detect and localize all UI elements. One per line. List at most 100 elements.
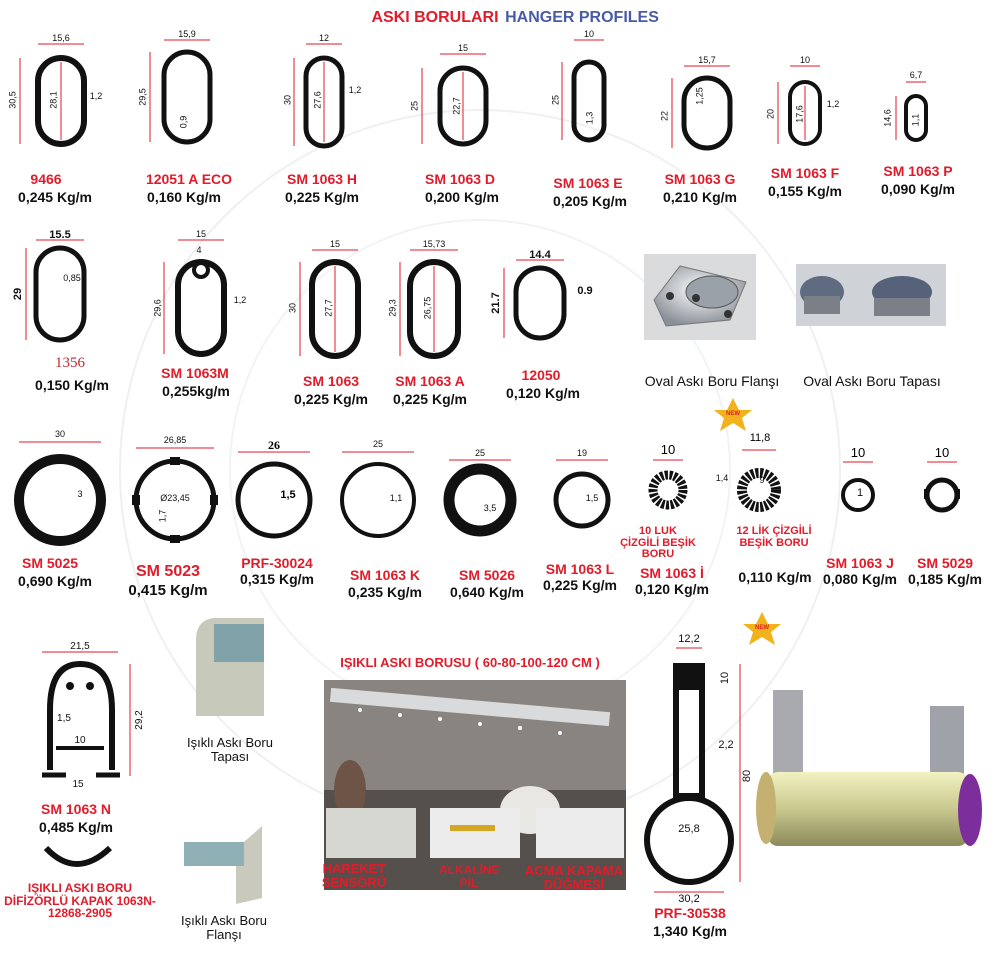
- dim-width: 15: [195, 229, 207, 239]
- dim-diameter: 10: [934, 445, 950, 460]
- feature-switch: ACMA KAPAMA DÜĞMESİ: [524, 863, 624, 892]
- profile-sm5026: [443, 463, 517, 537]
- profile-weight: 0,120 Kg/m: [506, 385, 580, 401]
- profile-code: 1356: [55, 355, 85, 371]
- lit-cap-photo: [196, 618, 264, 716]
- profile-code: SM 5023: [135, 563, 201, 580]
- dim-thickness: 1,2: [348, 85, 362, 95]
- dim-thickness: 1,1: [389, 493, 403, 503]
- dim-thickness: 0,9: [178, 115, 189, 129]
- profile-sm1063e: [571, 59, 607, 143]
- profile-weight: 0,245 Kg/m: [18, 189, 92, 205]
- profile-weight: 0,110 Kg/m: [738, 569, 812, 585]
- dim-width: 15.5: [49, 229, 71, 241]
- profile-code: 9466: [30, 171, 62, 187]
- profile-code: SM 1063: [302, 373, 360, 389]
- dim-inner: Ø23,45: [160, 493, 190, 503]
- profile-weight: 0,690 Kg/m: [18, 573, 92, 589]
- header-title-tr: ASKI BORULARI: [371, 9, 499, 26]
- profile-weight: 0,155 Kg/m: [768, 183, 842, 199]
- profile-code: SM 5025: [21, 555, 79, 571]
- profile-weight: 0,225 Kg/m: [294, 391, 368, 407]
- lit-flange-photo: [184, 826, 262, 904]
- dim-width: 15,7: [698, 55, 716, 65]
- dim-height: 25: [409, 100, 420, 112]
- dim-inner: 22,7: [451, 97, 462, 115]
- profile-12050: [513, 265, 567, 341]
- dim-width: 15,9: [178, 29, 196, 39]
- dim-diameter: 26,85: [163, 435, 187, 445]
- profile-code: PRF-30024: [241, 555, 313, 571]
- profile-sm1063: [309, 259, 361, 359]
- dim-thickness: 1,5: [280, 489, 296, 501]
- dim-width: 15,73: [422, 239, 446, 249]
- dim-height: 22: [659, 110, 670, 122]
- dim-width: 12,2: [678, 633, 700, 645]
- dim-outer-diameter: 30,2: [678, 893, 700, 905]
- new-badge-text: NEW: [755, 624, 769, 631]
- profile-sm5029: [924, 477, 960, 513]
- profile-sm5025: [14, 454, 106, 546]
- dim-height: 29,3: [387, 299, 398, 317]
- profile-code: SM 5029: [916, 555, 974, 571]
- profile-9466: [35, 55, 87, 147]
- 3d-render: [756, 690, 982, 846]
- dim-width: 15: [457, 43, 469, 53]
- dim-width: 21,5: [70, 641, 90, 652]
- dim-thickness: 3: [77, 489, 83, 499]
- dim-a: 1,5: [57, 713, 71, 724]
- profile-sm1063n: [42, 660, 120, 778]
- diffuser-cover: [43, 845, 113, 867]
- dim-height: 29,6: [152, 299, 163, 317]
- dim-width: 10: [799, 55, 811, 65]
- dim-thickness: 3,5: [483, 503, 497, 513]
- profile-code: SM 1063 N: [40, 801, 112, 817]
- dim-inner-diameter: 25,8: [678, 823, 700, 835]
- dim-b: 10: [74, 735, 86, 746]
- header-title-en: HANGER PROFILES: [505, 9, 659, 26]
- dim-diameter: 10: [850, 445, 866, 460]
- dim-height: 25: [550, 94, 561, 106]
- dim-thickness: 2,2: [718, 739, 734, 751]
- dim-height: 29,2: [133, 710, 145, 730]
- profile-12051: [161, 49, 213, 145]
- dim-diameter: 11,8: [749, 432, 771, 444]
- profile-code: SM 1063 L: [545, 561, 615, 577]
- dim-height: 30: [287, 302, 298, 314]
- dim-height: 20: [765, 108, 776, 120]
- dim-thickness: 1,2: [826, 99, 840, 109]
- profile-sm1063i: [648, 470, 688, 510]
- profile-weight: 0,120 Kg/m: [635, 581, 709, 597]
- profile-note: 10 LUK ÇİZGİLİ BEŞİK BORU: [620, 525, 696, 561]
- dim-diameter: 10: [660, 442, 676, 457]
- dim-diameter: 25: [474, 448, 486, 458]
- dim-top: 10: [719, 671, 732, 685]
- dim-thickness: 1,5: [585, 493, 599, 503]
- cap-label: Oval Askı Boru Tapası: [803, 373, 941, 389]
- profile-weight: 0,160 Kg/m: [147, 189, 221, 205]
- dim-thickness: 1,7: [157, 509, 168, 523]
- lit-rail-title: IŞIKLI ASKI BORUSU ( 60-80-100-120 CM ): [340, 655, 600, 670]
- profile-code: SM 1063 J: [826, 555, 894, 571]
- dim-width: 6,7: [909, 70, 923, 80]
- profile-weight: 0,210 Kg/m: [663, 189, 737, 205]
- profile-weight: 0,225 Kg/m: [393, 391, 467, 407]
- cap-photo: [796, 264, 946, 326]
- profile-sm1063m: [175, 259, 227, 357]
- profile-weight: 0,090 Kg/m: [881, 181, 955, 197]
- profile-code: SM 5026: [458, 567, 516, 583]
- profile-weight: 0,225 Kg/m: [285, 189, 359, 205]
- profile-weight: 0,415 Kg/m: [128, 582, 208, 599]
- profile-code: PRF-30538: [654, 905, 726, 921]
- profile-weight: 0,225 Kg/m: [543, 577, 617, 593]
- dim-thickness: 1,25: [694, 87, 705, 105]
- profile-weight: 0,205 Kg/m: [553, 193, 627, 209]
- dim-inner: 17,6: [794, 105, 805, 123]
- dim-notch: 4: [196, 245, 202, 255]
- profile-weight: 1,340 Kg/m: [653, 923, 727, 939]
- profile-code: SM 1063 İ: [640, 565, 704, 581]
- dim-height: 29: [12, 287, 25, 301]
- lit-cap-label: Işıklı Askı Boru Tapası: [187, 735, 273, 764]
